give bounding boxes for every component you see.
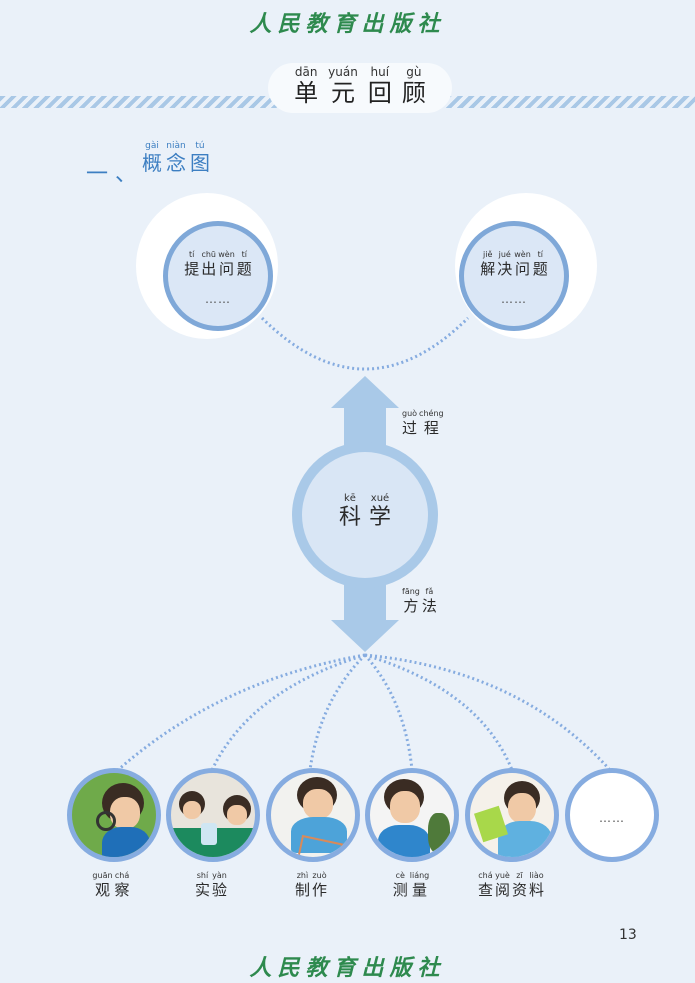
photo-research xyxy=(465,768,559,862)
top-connector-curve xyxy=(260,316,470,371)
fan-line-measure xyxy=(363,654,414,771)
photo-observe xyxy=(67,768,161,862)
photo-measure xyxy=(365,768,459,862)
publisher-footer: 人民教育出版社 xyxy=(249,955,446,981)
fan-line-experiment xyxy=(210,653,366,771)
title-pill xyxy=(268,63,452,113)
fan-line-research xyxy=(364,653,514,771)
up-arrow xyxy=(331,376,399,450)
node-solve-problem xyxy=(459,221,569,331)
publisher-header: 人民教育出版社 xyxy=(249,11,446,37)
methods-more: …… xyxy=(599,811,625,825)
photo-make xyxy=(266,768,360,862)
page-number: 13 xyxy=(619,927,637,943)
down-arrow xyxy=(331,580,399,652)
node-ask-question xyxy=(163,221,273,331)
title-stripe-left xyxy=(0,96,285,108)
node-solve-problem-more: …… xyxy=(501,292,527,306)
photo-more: …… xyxy=(565,768,659,862)
title-stripe-right xyxy=(435,96,695,108)
fan-line-observe xyxy=(117,653,366,772)
photo-experiment xyxy=(166,768,260,862)
fan-line-more xyxy=(364,653,612,772)
fan-line-make xyxy=(308,653,367,771)
node-ask-question-more: …… xyxy=(205,292,231,306)
center-node xyxy=(302,452,428,578)
section-number: 一 、 xyxy=(86,162,137,187)
